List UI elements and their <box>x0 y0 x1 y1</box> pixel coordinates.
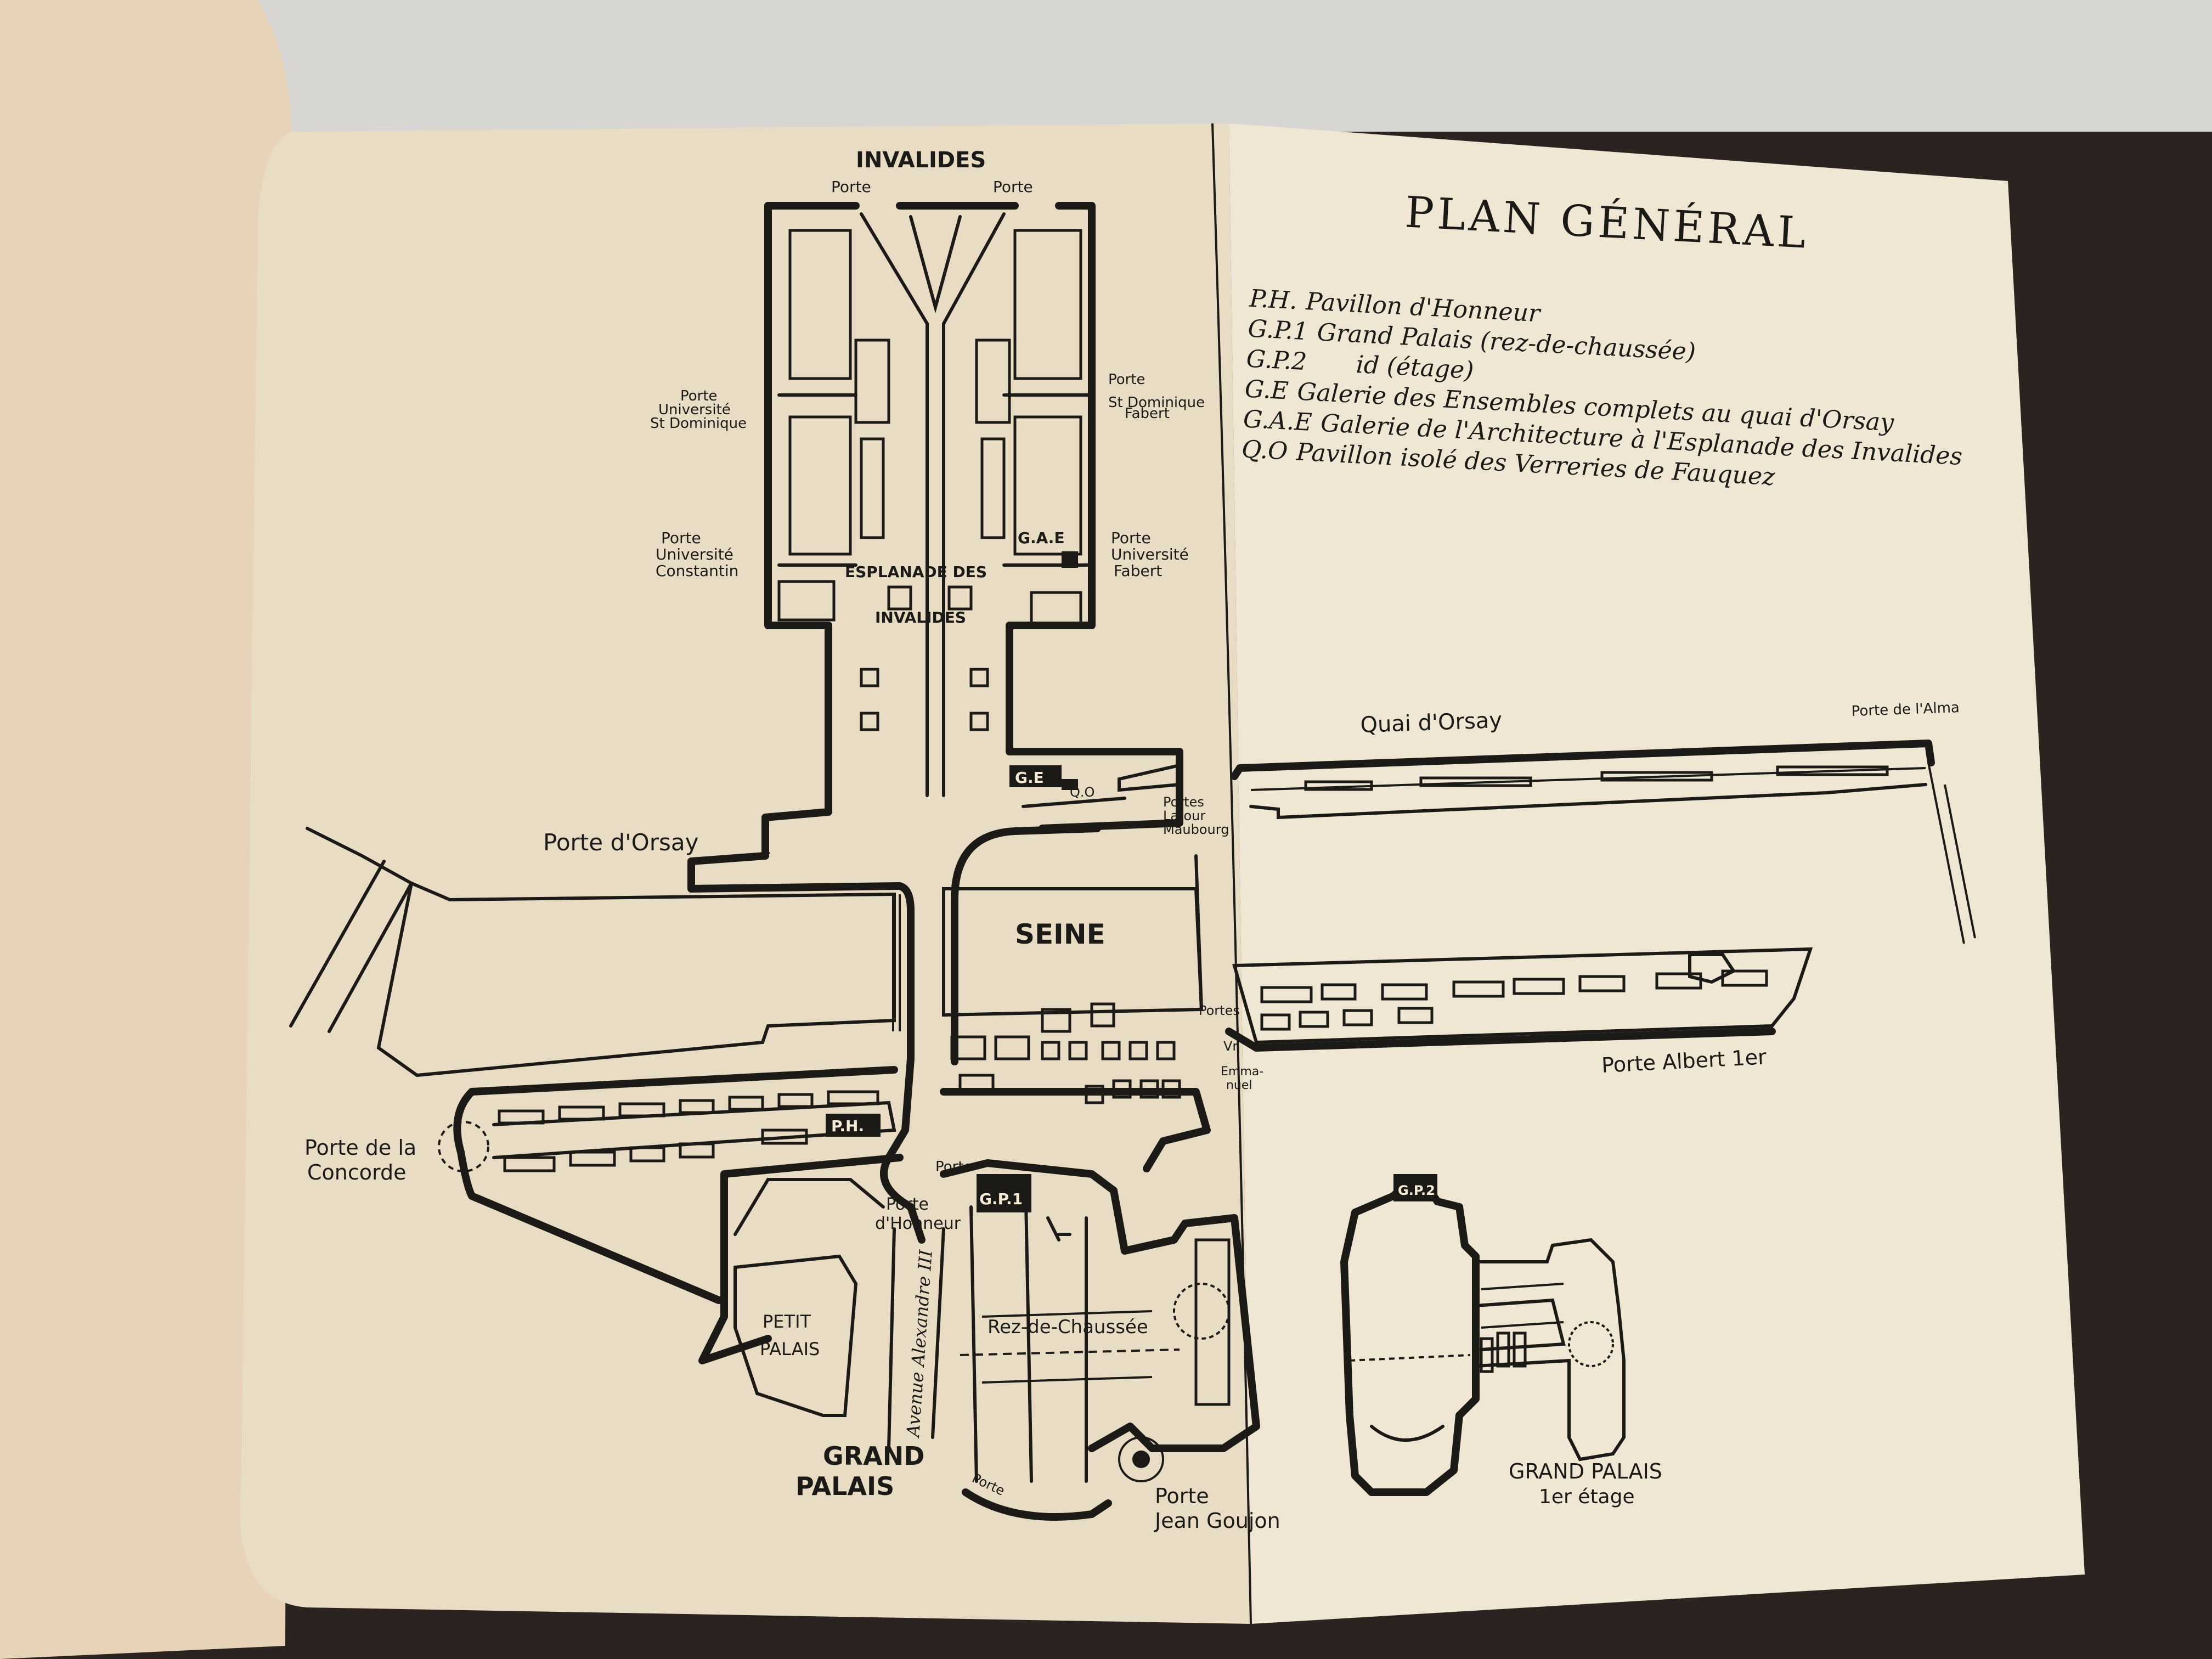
label-porte-univ-constantin-1: Porte <box>661 529 701 547</box>
left-labels: INVALIDES Porte Porte Porte Université S… <box>304 148 1280 1533</box>
label-porte-st-dom-fabert-2: St Dominique <box>1108 394 1205 411</box>
label-porte-gp: Porte <box>935 1159 973 1175</box>
label-petit-palais-1: PETIT <box>763 1311 811 1332</box>
label-porte-st-dom-fabert-1: Porte <box>1108 371 1146 388</box>
label-porte-univ-fabert-3: Fabert <box>1114 562 1162 580</box>
label-portes-latour-1: Portes <box>1163 794 1204 810</box>
label-porte-goujon-1: Porte <box>1155 1484 1209 1508</box>
label-porte-concorde-2: Concorde <box>307 1160 406 1184</box>
label-porte-alma: Porte de l'Alma <box>1851 699 1960 720</box>
label-porte-invalides-2: Porte <box>993 178 1033 196</box>
label-porte-orsay: Porte d'Orsay <box>543 829 698 856</box>
label-ge: G.E <box>1015 769 1044 787</box>
label-portes-ve-3: Emma- <box>1221 1065 1263 1079</box>
legend-code-2: G.P.2 <box>1246 345 1308 376</box>
label-porte-univ-constantin-3: Constantin <box>656 562 738 580</box>
label-esplanade-2: INVALIDES <box>875 608 966 627</box>
label-porte-univ-st-dom-3: St Dominique <box>650 415 747 432</box>
label-porte-honneur-1: Porte <box>886 1195 929 1214</box>
label-gp-etage-2: 1er étage <box>1539 1486 1635 1508</box>
book-gutter <box>1211 123 1252 1624</box>
label-porte-univ-st-dom-1: Porte <box>680 388 718 404</box>
table-surface <box>0 0 2212 132</box>
legend-code-4: G.A.E <box>1243 405 1313 436</box>
label-portes-latour-3: Maubourg <box>1163 822 1229 837</box>
label-portes-latour-2: Latour <box>1163 808 1205 823</box>
label-gp2: G.P.2 <box>1398 1183 1435 1198</box>
label-gp1: G.P.1 <box>979 1190 1023 1208</box>
label-invalides: INVALIDES <box>856 148 986 173</box>
map-right <box>1225 740 1976 1496</box>
right-page <box>1229 123 2085 1624</box>
label-porte-concorde-1: Porte de la <box>304 1136 416 1160</box>
label-gp-etage-1: GRAND PALAIS <box>1509 1459 1662 1483</box>
svg-text:G.P.2id (étage): G.P.2 id (étage) <box>1246 345 1475 385</box>
label-esplanade-1: ESPLANADE DES <box>845 563 987 581</box>
label-porte-univ-fabert-2: Université <box>1111 545 1189 563</box>
label-seine: SEINE <box>1015 918 1105 950</box>
label-porte-univ-st-dom-2: Université <box>658 402 731 418</box>
label-porte-univ-constantin-2: Université <box>656 545 733 563</box>
label-porte-invalides-1: Porte <box>831 178 871 196</box>
label-grand-palais-1: GRAND <box>823 1441 924 1471</box>
left-page <box>240 123 1251 1624</box>
legend-code-5: Q.O <box>1241 435 1289 465</box>
label-qo: Q.O <box>1070 785 1094 800</box>
legend-text-2: id (étage) <box>1356 351 1475 385</box>
map-left <box>289 202 1260 1521</box>
label-quai-orsay: Quai d'Orsay <box>1360 708 1503 738</box>
legend-code-3: G.E <box>1244 375 1289 405</box>
label-porte-univ-fabert-1: Porte <box>1111 529 1151 547</box>
previous-page-stack <box>0 0 292 1659</box>
label-portes-ve-4: nuel <box>1226 1079 1252 1092</box>
label-grand-palais-2: PALAIS <box>795 1471 894 1501</box>
label-portes-ve-1: Portes <box>1199 1003 1240 1018</box>
label-porte-goujon-2: Jean Goujon <box>1154 1509 1280 1533</box>
label-porte-st-dom-fabert-3: Fabert <box>1125 405 1170 422</box>
legend-code-0: P.H. <box>1248 285 1298 315</box>
label-gae: G.A.E <box>1018 529 1065 547</box>
label-rez-de-chaussee: Rez-de-Chaussée <box>988 1316 1148 1338</box>
label-ph: P.H. <box>831 1117 864 1135</box>
label-petit-palais-2: PALAIS <box>760 1339 820 1359</box>
legend-code-1: G.P.1 <box>1247 315 1309 346</box>
label-porte-honneur-2: d'Honneur <box>875 1214 961 1233</box>
label-portes-ve-2: Vr <box>1223 1039 1238 1054</box>
